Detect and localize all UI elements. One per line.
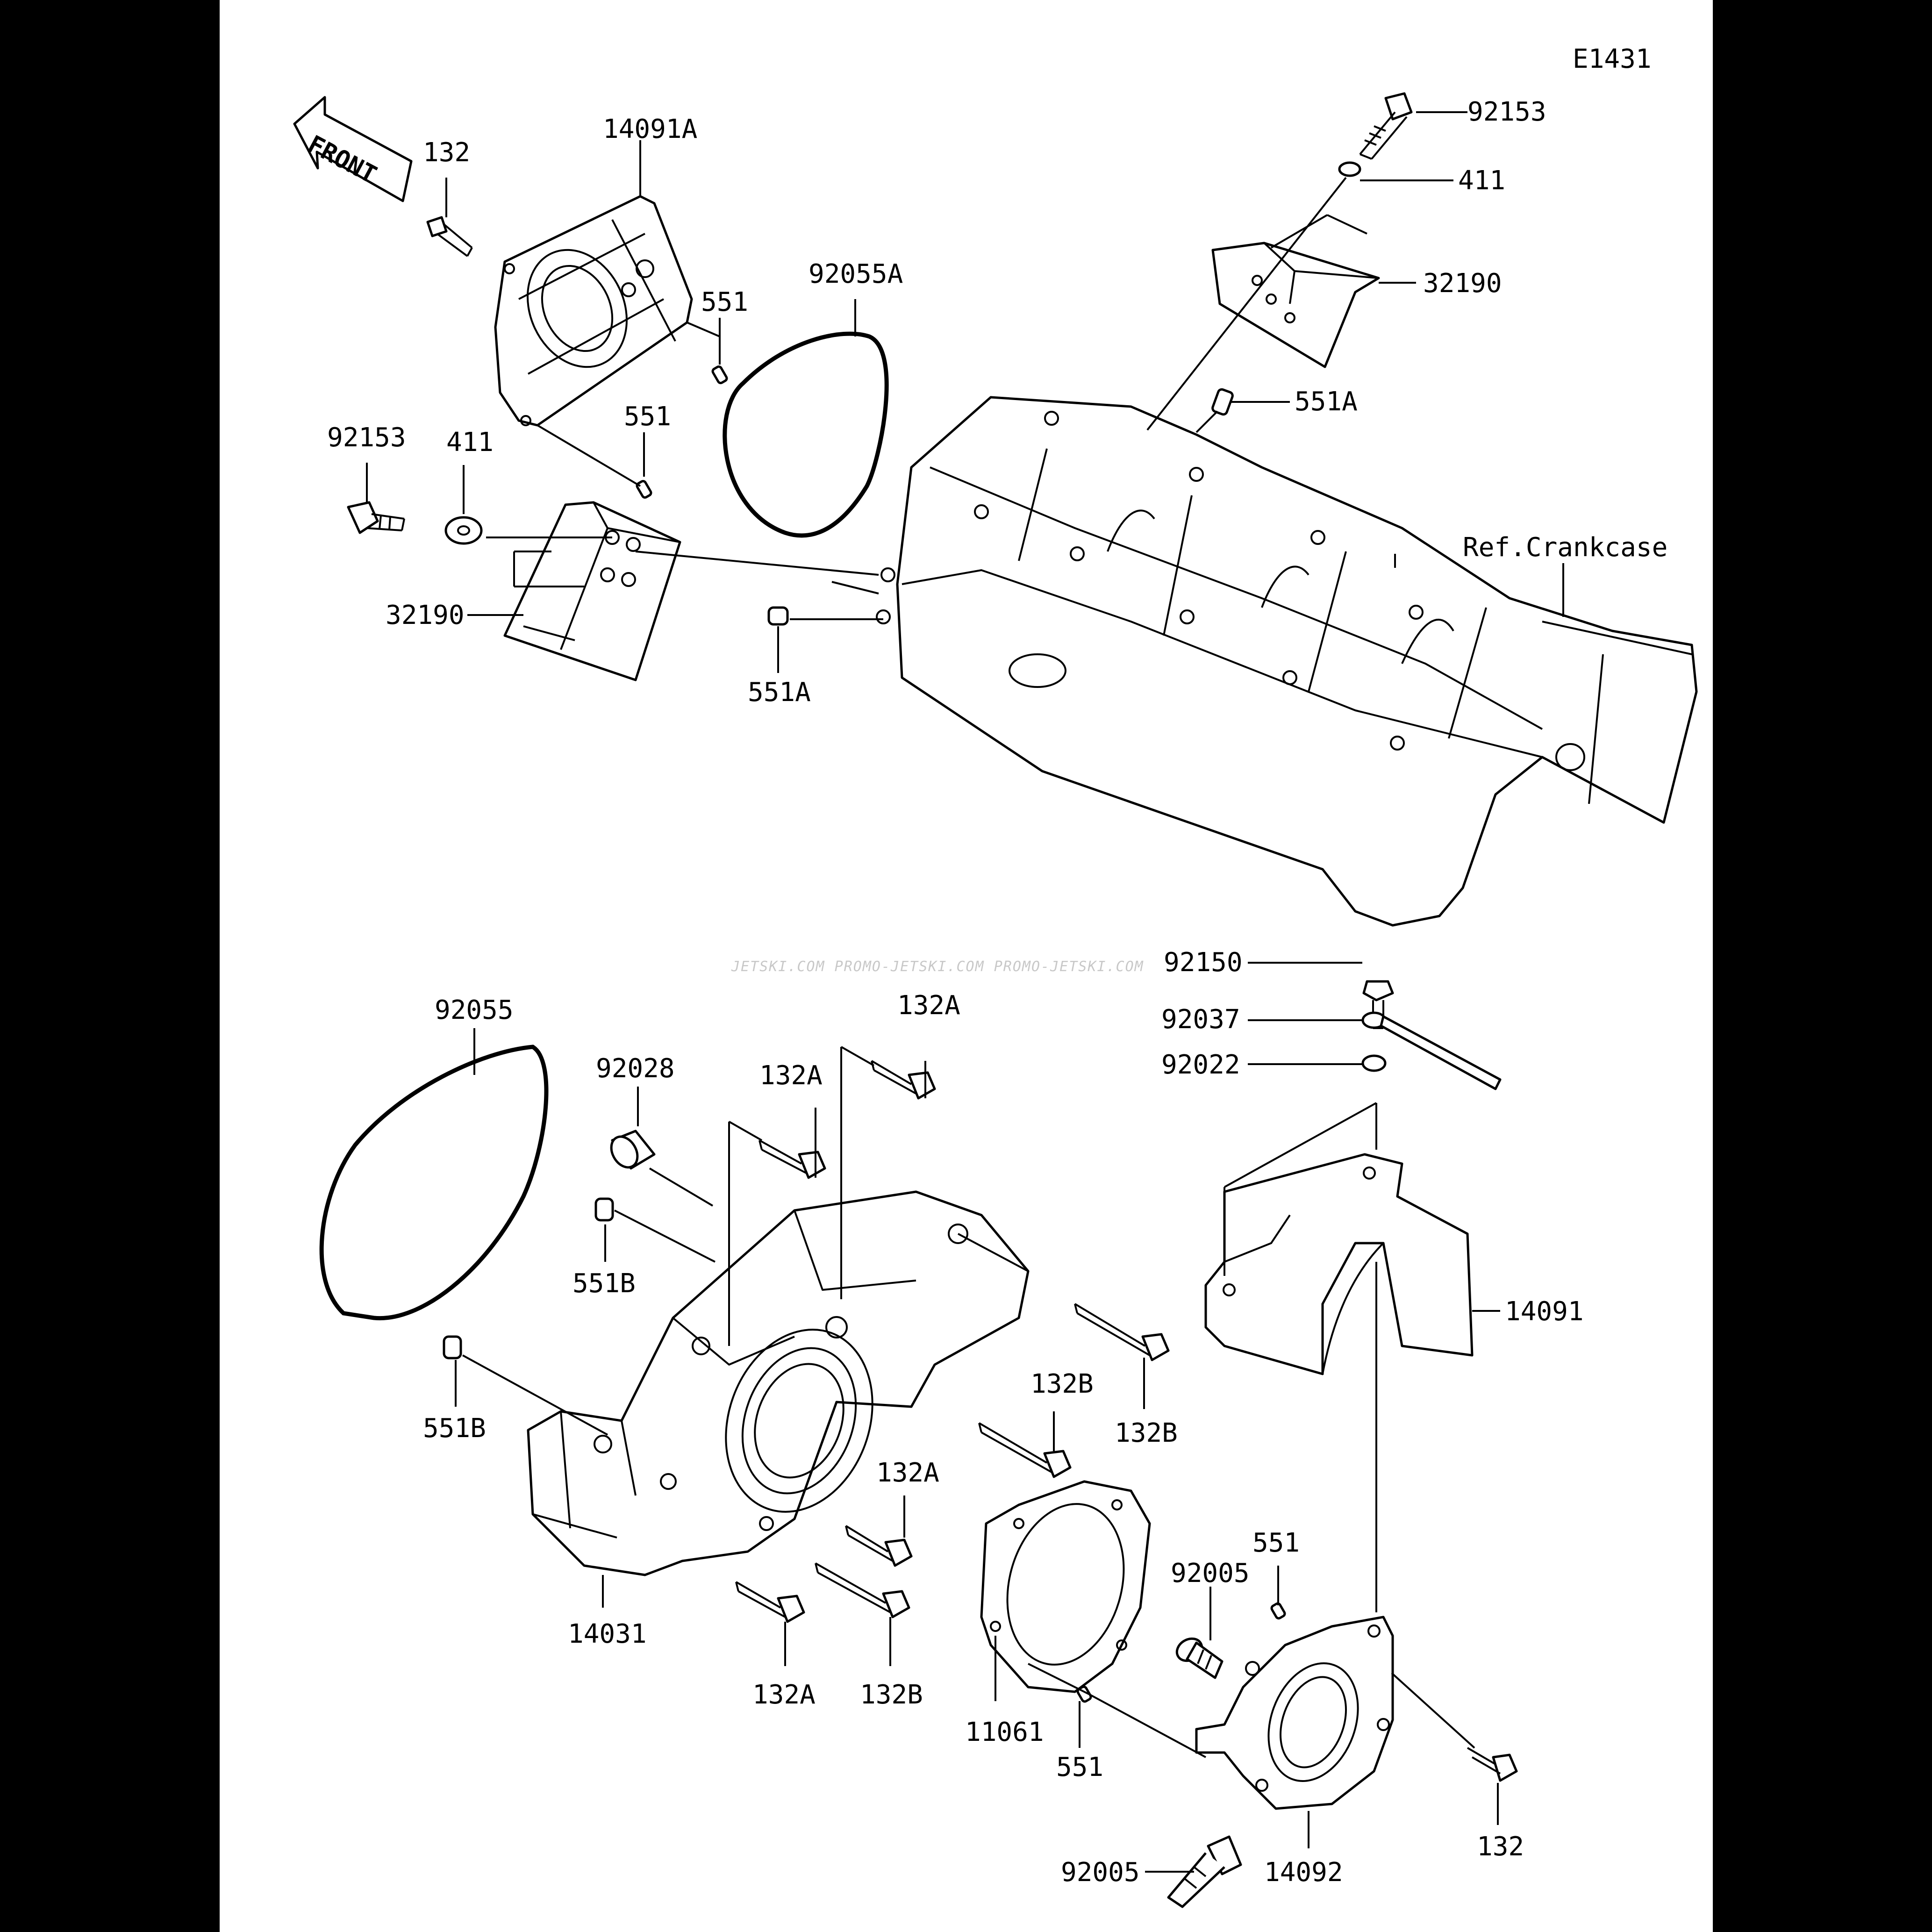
label-132-top: 132 [423,137,470,168]
o-ring-92055A [723,331,889,538]
label-92022: 92022 [1161,1050,1240,1080]
label-551-d: 551 [1056,1752,1103,1782]
bolt-92153-left [347,501,405,534]
bolt-132-top [426,216,473,257]
label-132B-bottom: 132B [860,1680,923,1710]
label-551B-lower: 551B [423,1413,486,1444]
label-92028: 92028 [596,1053,675,1084]
label-92005-upper: 92005 [1171,1558,1250,1589]
o-ring-92055 [319,1045,549,1321]
label-92005-lower: 92005 [1061,1857,1140,1888]
dowel-551-a [711,365,728,385]
washer-411-left [444,516,483,545]
label-32190-right: 32190 [1423,268,1502,299]
bolt-132B-mid [978,1422,1072,1478]
fitting-92005-lower [1167,1835,1242,1908]
label-92055: 92055 [435,995,514,1025]
dowel-551B-lower [443,1335,462,1360]
cover-14091 [1204,1153,1474,1375]
label-132A-top: 132A [897,990,960,1021]
label-551B-upper: 551B [572,1268,636,1299]
label-551-b: 551 [624,401,671,432]
bolt-132A-mid [758,1139,826,1179]
bolt-132A-bottom [735,1581,805,1623]
bolt-92153-top [1359,92,1413,160]
label-132B-mid: 132B [1030,1369,1094,1399]
label-132A-mid: 132A [759,1060,823,1091]
label-132-bottom: 132 [1477,1832,1524,1862]
label-551-c: 551 [1252,1528,1300,1558]
dowel-551A-top [1211,388,1234,416]
label-132A-lower: 132A [876,1458,939,1488]
label-92153-top: 92153 [1467,97,1546,127]
diagram-id: E1431 [1573,44,1652,74]
label-14092: 14092 [1264,1857,1343,1888]
dowel-551B-upper [594,1197,614,1222]
label-132B-right: 132B [1115,1418,1178,1448]
label-11061: 11061 [965,1717,1044,1747]
fitting-92005-upper [1175,1637,1224,1679]
label-14091: 14091 [1505,1296,1584,1327]
washer-92022 [1361,1054,1387,1072]
ref-crankcase-label: Ref.Crankcase [1463,532,1667,563]
label-132A-bottom: 132A [752,1680,816,1710]
dowel-551-b [636,479,652,499]
bolt-132B-right [1074,1303,1170,1361]
bushing-92028 [610,1130,656,1170]
leader-lines-bottom [455,962,1500,1873]
part-labels: 92153 411 32190 551A 132 14091A 92055A 5… [327,97,1584,1888]
label-14091A: 14091A [603,114,697,144]
gasket-11061 [980,1480,1151,1693]
bolt-132-bottom [1467,1747,1518,1782]
label-551-a: 551 [701,287,748,317]
label-92153-left: 92153 [327,422,406,453]
label-411-top: 411 [1458,165,1505,196]
washer-411-top [1338,161,1361,177]
bracket-32190-top [1211,242,1380,368]
crankcase-ref [876,396,1698,927]
label-551A-left: 551A [748,677,811,708]
bolt-132B-bottom [815,1562,910,1618]
label-411-left: 411 [446,427,494,458]
label-551A-top: 551A [1295,386,1358,417]
label-92037: 92037 [1161,1004,1240,1035]
strap-92037 [1361,1011,1502,1090]
front-arrow-icon: FRONT [293,96,413,202]
leader-lines-top [366,111,1564,673]
bracket-32190-left [503,501,681,681]
label-92150: 92150 [1164,947,1243,978]
dowel-551-c [1270,1602,1286,1620]
diagram-sheet [220,0,1713,1932]
label-14031: 14031 [568,1619,647,1649]
bolt-132A-lower [845,1525,913,1567]
dowel-551A-left [767,606,789,626]
housing-14031 [527,1190,1030,1576]
watermark-text: JETSKI.COM PROMO-JETSKI.COM PROMO-JETSKI… [731,959,1144,975]
cover-14092 [1195,1616,1394,1810]
cover-14091A [494,195,693,427]
label-32190-left: 32190 [386,600,465,630]
label-92055A: 92055A [809,259,903,289]
